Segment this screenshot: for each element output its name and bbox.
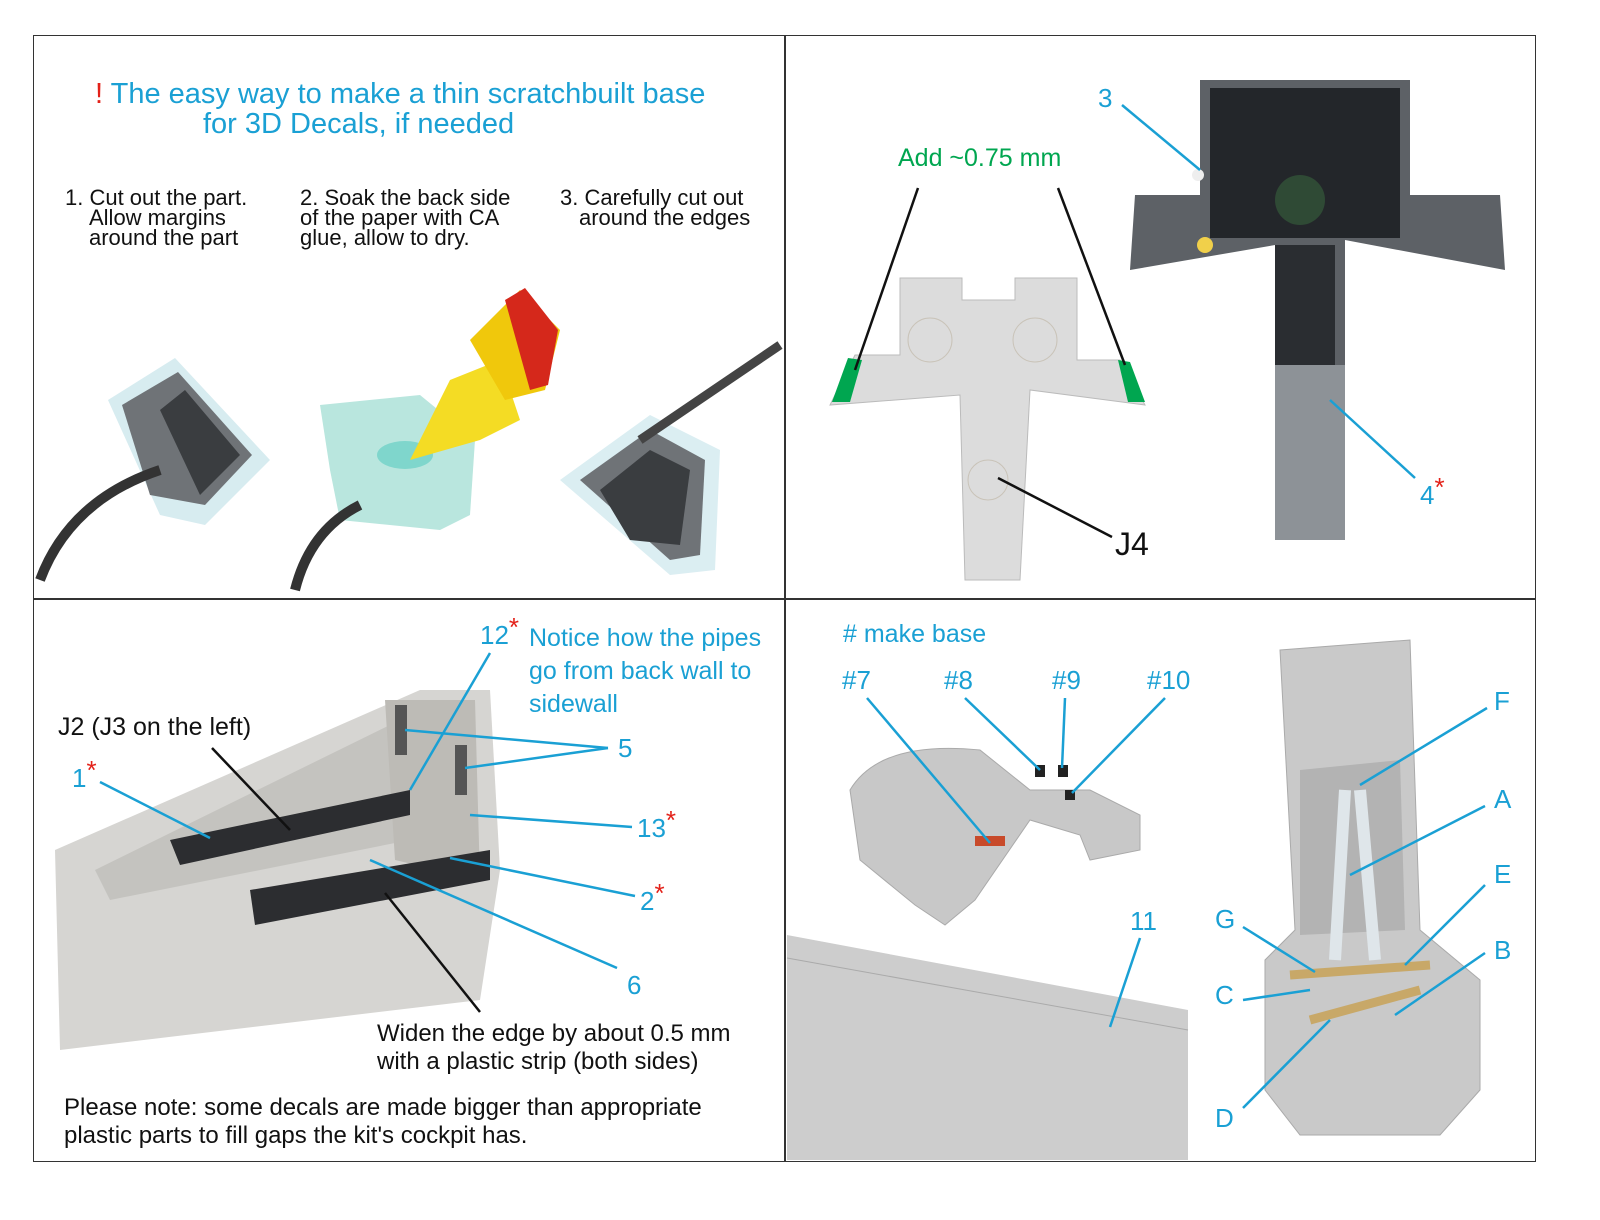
notice-line2: go from back wall to — [529, 657, 752, 685]
make-base-label: # make base — [843, 620, 987, 648]
seat-callout-e: E — [1494, 859, 1512, 889]
cockpit-tub-photo — [55, 690, 500, 1050]
step2-glue-photo — [290, 288, 560, 592]
ejection-seat-part — [1264, 639, 1481, 1136]
asterisk-marker: * — [654, 878, 665, 908]
callout-5: 5 — [618, 733, 633, 763]
pipes-notice: Notice how the pipes go from back wall t… — [529, 622, 761, 721]
step1-decal-photo — [35, 358, 270, 582]
callout-1-number: 1 — [72, 763, 87, 793]
step-1-line3: around the part — [89, 225, 239, 250]
notice-line1: Notice how the pipes — [529, 624, 762, 652]
callout-2: 2* — [640, 880, 665, 916]
panel1-title-line2: for 3D Decals, if needed — [203, 108, 515, 140]
seat-callout-d: D — [1215, 1103, 1234, 1133]
seat-callout-b: B — [1494, 935, 1512, 965]
callout-12-number: 12 — [480, 620, 509, 650]
step-3-line2: around the edges — [579, 205, 751, 230]
step-1-line1: 1. Cut out the part. — [65, 185, 248, 210]
step-3: 3. Carefully cut out around the edges — [560, 185, 751, 230]
seat-callout-c: C — [1215, 980, 1234, 1010]
callout-4-number: 4 — [1420, 480, 1435, 510]
step-3-line1: 3. Carefully cut out — [560, 185, 744, 210]
step-2: 2. Soak the back side of the paper with … — [300, 185, 511, 250]
callout-10: #10 — [1147, 665, 1191, 695]
j4-plastic-part — [829, 277, 1146, 581]
callout-8: #8 — [944, 665, 973, 695]
asterisk-marker: * — [86, 755, 97, 785]
step-2-line1: 2. Soak the back side — [300, 185, 511, 210]
exclamation-mark: ! — [95, 78, 104, 110]
step-2-line2: of the paper with CA — [300, 205, 500, 230]
note-line2: plastic parts to fill gaps the kit's coc… — [64, 1122, 528, 1149]
step-2-line3: glue, allow to dry. — [300, 225, 470, 250]
asterisk-marker: * — [1434, 472, 1445, 502]
asterisk-marker: * — [665, 805, 677, 835]
callout-6: 6 — [627, 970, 642, 1000]
glareshield-part — [849, 747, 1141, 926]
panel1-title-line1: ! The easy way to make a thin scratchbui… — [95, 80, 705, 109]
j2-label: J2 (J3 on the left) — [58, 713, 252, 741]
widen-edge-note: Widen the edge by about 0.5 mm with a pl… — [377, 1020, 731, 1076]
callout-3: 3 — [1098, 83, 1113, 113]
sidewall-part — [786, 935, 1189, 1160]
step-1: 1. Cut out the part. Allow margins aroun… — [65, 185, 248, 250]
title-text: The easy way to make a thin scratchbuilt… — [110, 78, 706, 110]
please-note: Please note: some decals are made bigger… — [64, 1094, 702, 1150]
seat-callout-f: F — [1494, 686, 1510, 716]
panel-divider-horizontal — [33, 598, 1536, 600]
seat-callout-a: A — [1494, 784, 1512, 814]
callout-2-number: 2 — [640, 886, 655, 916]
callout-4: 4* — [1420, 474, 1445, 510]
widen-line1: Widen the edge by about 0.5 mm — [377, 1020, 731, 1047]
callout-12: 12* — [480, 614, 519, 650]
add-thickness-label: Add ~0.75 mm — [898, 144, 1062, 172]
step3-cut-photo — [560, 341, 783, 575]
asterisk-marker: * — [508, 612, 520, 642]
callout-1: 1* — [72, 757, 97, 793]
callout-13: 13* — [637, 807, 676, 843]
callout-13-number: 13 — [637, 813, 666, 843]
callout-11: 11 — [1130, 906, 1157, 936]
widen-line2: with a plastic strip (both sides) — [377, 1048, 699, 1075]
seat-callout-g: G — [1215, 904, 1236, 934]
callout-7: #7 — [842, 665, 871, 695]
part-j4-label: J4 — [1115, 526, 1149, 562]
step-1-line2: Allow margins — [89, 205, 226, 230]
notice-line3: sidewall — [529, 690, 618, 718]
callout-9: #9 — [1052, 665, 1081, 695]
note-line1: Please note: some decals are made bigger… — [64, 1094, 702, 1121]
instrument-panel-decal — [1130, 80, 1505, 540]
